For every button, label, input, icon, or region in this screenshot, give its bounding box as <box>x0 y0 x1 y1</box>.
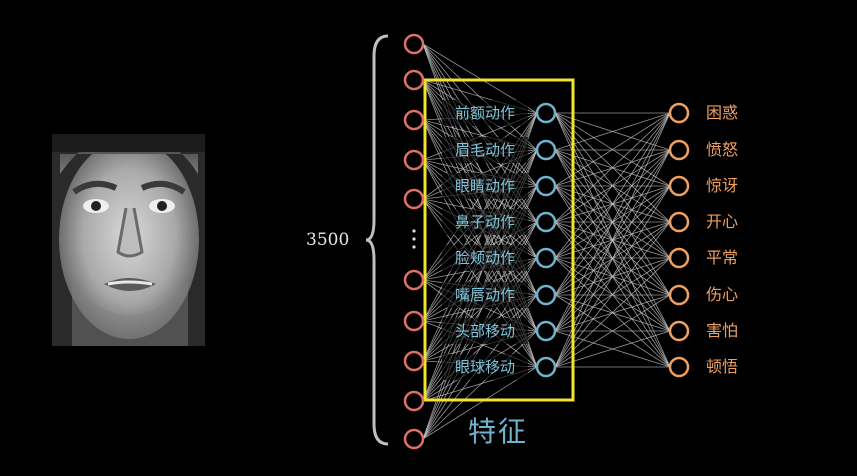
input-node <box>403 350 425 372</box>
output-node <box>668 320 690 342</box>
input-node <box>403 390 425 412</box>
emotion-label: 开心 <box>706 212 739 231</box>
output-node <box>668 102 690 124</box>
feature-box <box>423 78 575 402</box>
output-node <box>668 175 690 197</box>
emotion-label: 愤怒 <box>706 140 739 159</box>
emotion-label: 顿悟 <box>706 357 739 376</box>
feature-label: 脸颊动作 <box>442 245 528 271</box>
input-node <box>403 33 425 55</box>
ellipsis-dots <box>412 229 416 249</box>
input-node <box>403 69 425 91</box>
edge-input-feature <box>422 43 538 151</box>
output-node <box>668 247 690 269</box>
input-node <box>403 310 425 332</box>
output-node <box>668 211 690 233</box>
input-count-label: 3500 <box>306 230 350 250</box>
feature-nodes <box>535 102 557 378</box>
feature-node <box>535 102 557 124</box>
emotion-label: 困惑 <box>706 103 739 122</box>
feature-label: 嘴唇动作 <box>442 282 528 308</box>
edge-input-feature <box>422 112 538 440</box>
feature-node <box>535 284 557 306</box>
input-nodes <box>403 33 425 450</box>
feature-label: 鼻子动作 <box>442 209 528 235</box>
feature-node <box>535 320 557 342</box>
feature-node <box>535 211 557 233</box>
feature-node <box>535 247 557 269</box>
output-nodes <box>668 102 690 378</box>
feature-label: 眉毛动作 <box>442 137 528 163</box>
emotion-label: 惊讶 <box>706 176 739 195</box>
input-node <box>403 109 425 131</box>
output-node <box>668 356 690 378</box>
feature-node <box>535 175 557 197</box>
feature-label: 前额动作 <box>442 100 528 126</box>
output-node <box>668 284 690 306</box>
feature-label: 头部移动 <box>442 318 528 344</box>
feature-caption: 特征 <box>468 415 529 448</box>
input-count-brace <box>365 34 389 446</box>
emotion-label: 伤心 <box>706 285 739 304</box>
emotion-label: 平常 <box>706 248 739 267</box>
feature-node <box>535 139 557 161</box>
input-node <box>403 188 425 210</box>
output-node <box>668 139 690 161</box>
feature-label: 眼球移动 <box>442 354 528 380</box>
input-node <box>403 149 425 171</box>
feature-label: 眼睛动作 <box>442 173 528 199</box>
input-node <box>403 269 425 291</box>
edge-input-feature <box>422 330 538 440</box>
grayscale-face-photo-icon <box>52 134 205 346</box>
input-node <box>403 428 425 450</box>
feature-node <box>535 356 557 378</box>
face-photo <box>52 134 205 346</box>
emotion-label: 害怕 <box>706 321 739 340</box>
